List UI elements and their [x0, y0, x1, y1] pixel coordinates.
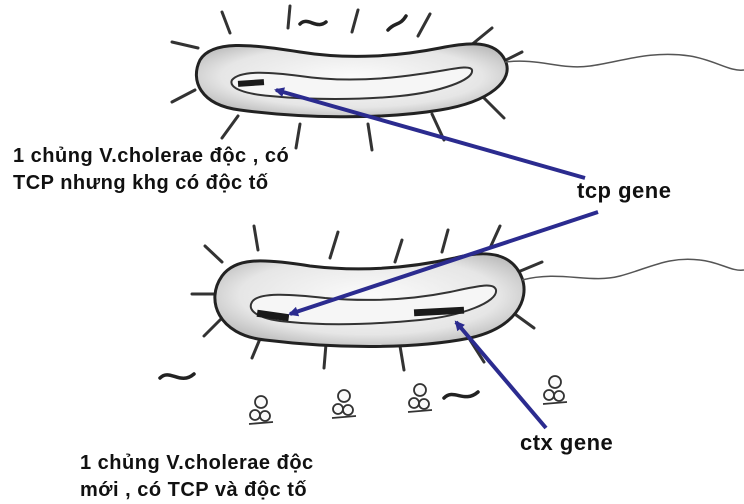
caption-bottom-line2: mới , có TCP và độc tố: [80, 477, 314, 504]
bacterium-top: [172, 6, 744, 150]
bacterium-bottom: [192, 226, 744, 370]
arrow-ctx: [456, 322, 546, 428]
flagellum-bottom: [522, 259, 744, 280]
caption-top-line1: 1 chủng V.cholerae độc , có: [13, 143, 289, 170]
caption-top-line2: TCP nhưng khg có độc tố: [13, 170, 289, 197]
caption-bottom-line1: 1 chủng V.cholerae độc: [80, 450, 314, 477]
arrows: [276, 90, 598, 428]
caption-bottom: 1 chủng V.cholerae độc mới , có TCP và đ…: [80, 450, 314, 504]
label-tcp-gene: tcp gene: [577, 178, 671, 204]
caption-top: 1 chủng V.cholerae độc , có TCP nhưng kh…: [13, 143, 289, 197]
phage-icons: [249, 376, 567, 424]
flagellum-top: [505, 54, 744, 70]
label-ctx-gene: ctx gene: [520, 430, 613, 456]
